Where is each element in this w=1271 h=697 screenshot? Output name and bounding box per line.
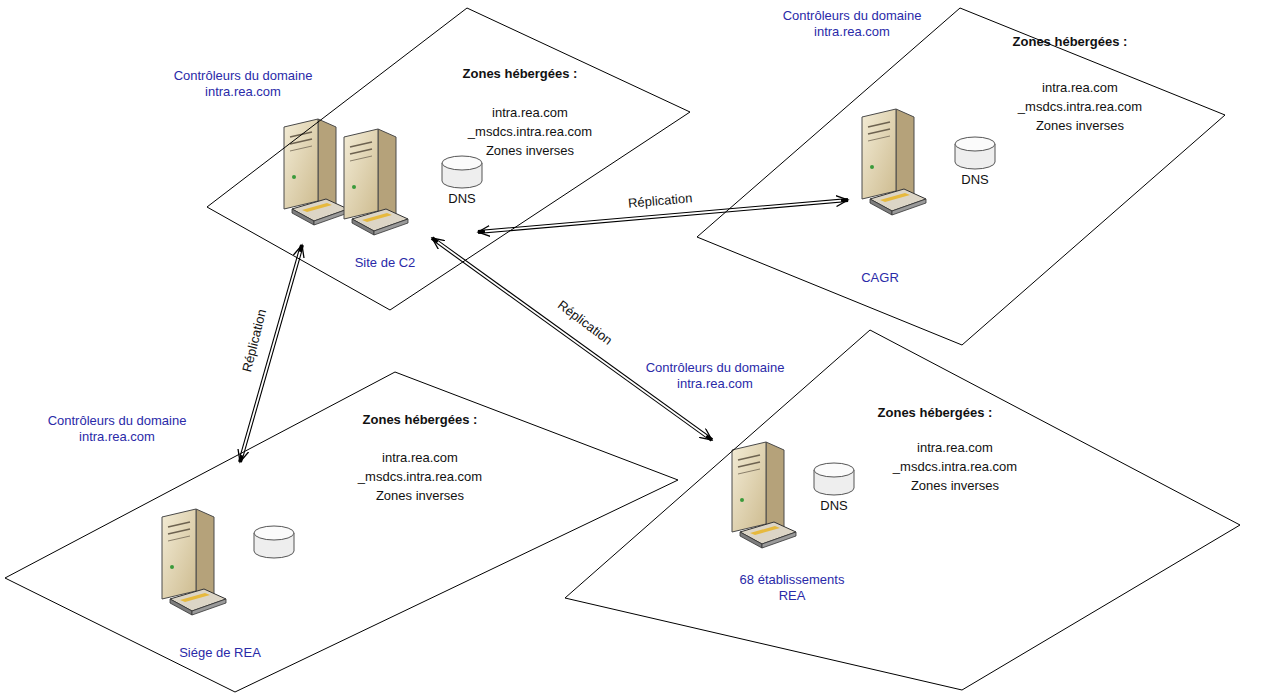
site-name: Siége de REA bbox=[160, 645, 280, 661]
zone-name: _msdcs.intra.rea.com bbox=[893, 459, 1017, 475]
controller-heading: Contrôleurs du domaine intra.rea.com bbox=[628, 360, 803, 392]
server-icon bbox=[344, 129, 408, 235]
controller-heading: Contrôleurs du domaine intra.rea.com bbox=[30, 413, 205, 445]
region-outline bbox=[565, 330, 1240, 690]
dns-database-icon bbox=[254, 526, 294, 558]
zones-heading: Zones hébergées : bbox=[878, 405, 993, 421]
region-outline bbox=[565, 330, 1240, 690]
edge-label: Réplication bbox=[553, 295, 617, 348]
server-icon bbox=[162, 509, 226, 615]
zones-heading: Zones hébergées : bbox=[363, 412, 478, 428]
dns-label: DNS bbox=[448, 191, 475, 207]
zone-name: intra.rea.com bbox=[917, 440, 993, 456]
zone-name: Zones inverses bbox=[1036, 118, 1124, 134]
zones-heading: Zones hébergées : bbox=[1013, 34, 1128, 50]
zone-name: _msdcs.intra.rea.com bbox=[1018, 99, 1142, 115]
dns-label: DNS bbox=[820, 498, 847, 514]
site-region: Contrôleurs du domaine intra.rea.comZone… bbox=[5, 372, 678, 692]
server-icon bbox=[862, 109, 926, 215]
edge-label: Réplication bbox=[238, 305, 269, 375]
region-outline bbox=[697, 8, 1225, 345]
controller-heading: Contrôleurs du domaine intra.rea.com bbox=[765, 8, 940, 40]
server-icon bbox=[732, 442, 796, 548]
zone-name: _msdcs.intra.rea.com bbox=[358, 469, 482, 485]
region-outline bbox=[207, 8, 690, 310]
edge-label: Réplication bbox=[625, 190, 694, 211]
region-outline bbox=[697, 8, 1225, 345]
replication-arrow bbox=[432, 238, 712, 440]
zone-name: Zones inverses bbox=[376, 488, 464, 504]
site-name: Site de C2 bbox=[330, 255, 440, 271]
dns-database-icon bbox=[955, 137, 995, 169]
site-name: 68 établissements REA bbox=[730, 572, 855, 604]
site-region: Contrôleurs du domaine intra.rea.comZone… bbox=[697, 8, 1225, 345]
site-region: Contrôleurs du domaine intra.rea.comZone… bbox=[565, 330, 1240, 690]
zone-name: _msdcs.intra.rea.com bbox=[468, 124, 592, 140]
site-region: Contrôleurs du domaine intra.rea.comZone… bbox=[207, 8, 690, 310]
zone-name: intra.rea.com bbox=[1042, 80, 1118, 96]
controller-heading: Contrôleurs du domaine intra.rea.com bbox=[156, 68, 331, 100]
server-icon bbox=[284, 119, 348, 225]
zone-name: intra.rea.com bbox=[382, 450, 458, 466]
site-name: CAGR bbox=[840, 270, 920, 286]
zone-name: intra.rea.com bbox=[492, 105, 568, 121]
dns-label: DNS bbox=[961, 172, 988, 188]
zones-heading: Zones hébergées : bbox=[463, 66, 578, 82]
zone-name: Zones inverses bbox=[911, 478, 999, 494]
dns-database-icon bbox=[442, 156, 482, 188]
region-outline bbox=[5, 372, 678, 692]
region-outline bbox=[207, 8, 690, 310]
replication-arrow-core bbox=[438, 242, 707, 436]
zone-name: Zones inverses bbox=[486, 143, 574, 159]
dns-database-icon bbox=[814, 463, 854, 495]
